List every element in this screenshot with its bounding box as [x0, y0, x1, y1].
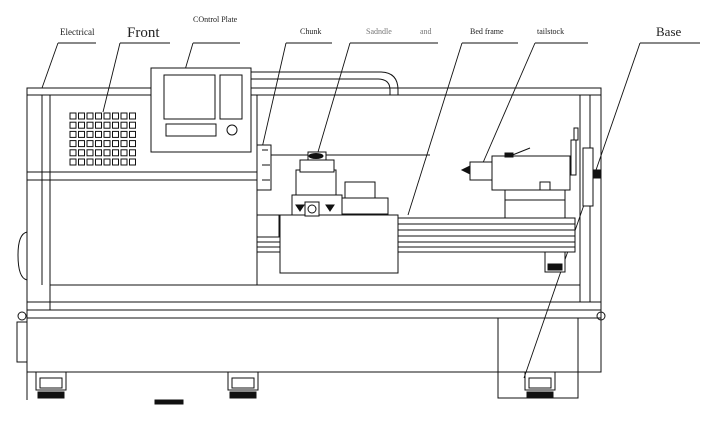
keypad-key [95, 130, 102, 138]
keypad-key [86, 149, 94, 157]
keypad-key [69, 121, 77, 129]
keypad-key [86, 130, 94, 138]
keypad-key [78, 130, 85, 138]
keypad-key [78, 140, 85, 148]
label-and: and [420, 27, 432, 36]
keypad-key [129, 121, 136, 129]
keypad-key [103, 140, 111, 148]
keypad-key [95, 158, 102, 166]
keypad-key [95, 140, 102, 148]
keypad-key [103, 130, 111, 138]
keypad-key [120, 149, 128, 157]
keypad-key [129, 158, 136, 166]
keypad-key [120, 158, 128, 166]
label-control-plate: COntrol Plate [193, 15, 238, 24]
label-bed-frame: Bed frame [470, 27, 504, 36]
chuck [256, 144, 430, 191]
keypad-key [95, 121, 102, 129]
keypad-key [95, 112, 102, 120]
keypad-key [69, 140, 77, 148]
machine-feet [26, 371, 556, 405]
keypad-key [69, 158, 77, 166]
keypad-key [69, 112, 77, 120]
label-saddle: Sadndle [366, 27, 392, 36]
keypad-key [69, 149, 77, 157]
label-tailstock: tailstock [537, 27, 564, 36]
keypad-key [95, 149, 102, 157]
keypad-key [86, 112, 94, 120]
keypad-key [112, 121, 119, 129]
keypad-key [120, 140, 128, 148]
base-cabinet [16, 309, 606, 399]
keypad-key [120, 130, 128, 138]
keypad-key [103, 112, 111, 120]
keypad-key [78, 149, 85, 157]
keypad-key [78, 112, 85, 120]
label-chunk: Chunk [300, 27, 321, 36]
keypad-key [120, 121, 128, 129]
keypad-key [103, 158, 111, 166]
keypad-key [86, 121, 94, 129]
keypad-key [103, 121, 111, 129]
saddle-carriage [279, 151, 399, 274]
keypad-key [129, 130, 136, 138]
keypad-key [112, 158, 119, 166]
keypad-key [86, 140, 94, 148]
keypad-key [69, 130, 77, 138]
keypad-key [129, 140, 136, 148]
tailstock [460, 127, 602, 273]
keypad-key [112, 112, 119, 120]
keypad-key [112, 149, 119, 157]
label-electrical: Electrical [60, 27, 95, 37]
keypad-key [129, 112, 136, 120]
label-front: Front [127, 25, 160, 41]
label-base: Base [656, 24, 682, 39]
keypad-key [78, 158, 85, 166]
front-keypad [69, 112, 136, 166]
leader-lines [41, 42, 641, 379]
keypad-key [78, 121, 85, 129]
keypad-key [112, 140, 119, 148]
control-plate [150, 67, 399, 153]
keypad-key [112, 130, 119, 138]
keypad-key [120, 112, 128, 120]
keypad-key [129, 149, 136, 157]
keypad-key [103, 149, 111, 157]
keypad-key [86, 158, 94, 166]
